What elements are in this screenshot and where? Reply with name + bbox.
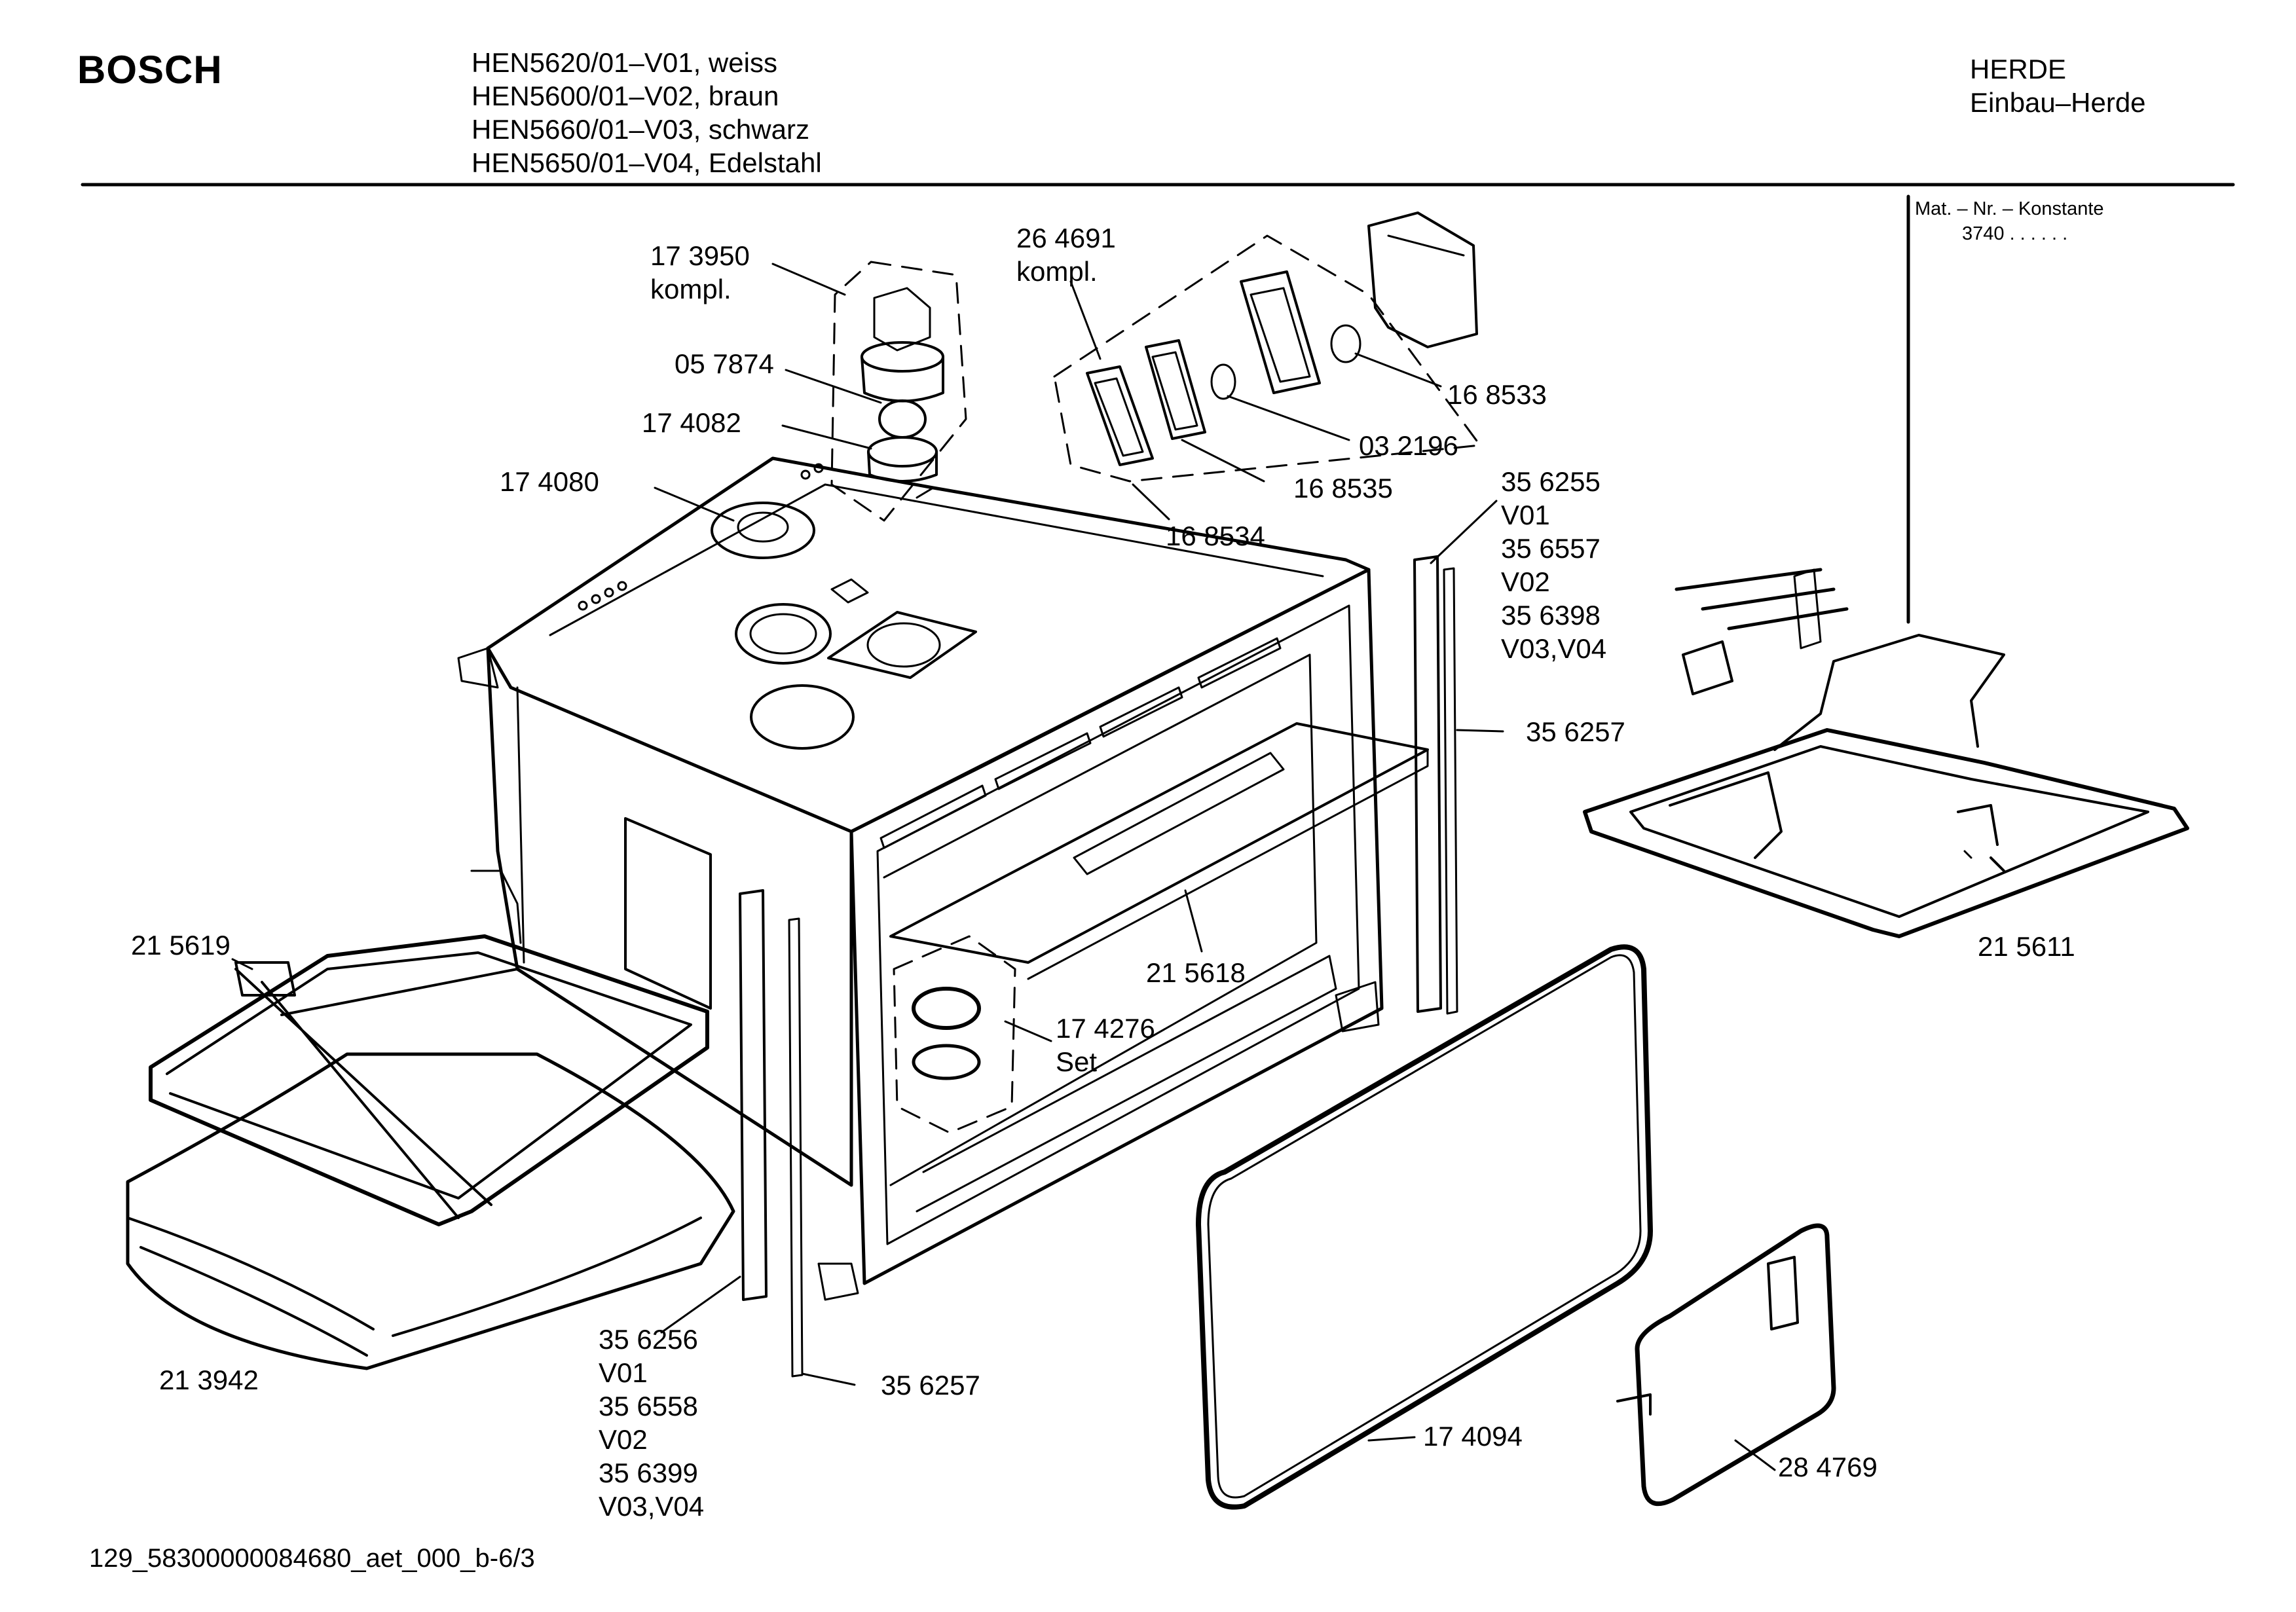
oven-housing: [457, 456, 1429, 1301]
lamp-assembly: [1053, 211, 1481, 483]
part-label-057874: 05 7874: [675, 348, 774, 379]
footer-code: 129_58300000084680_aet_000_b-6/3: [89, 1544, 535, 1573]
part-label-213942: 21 3942: [159, 1365, 259, 1395]
part-label-168533: 16 8533: [1447, 379, 1547, 410]
material-label: Mat. – Nr. – Konstante: [1915, 198, 2104, 219]
circular-element: [149, 934, 709, 1226]
grill-element: [1583, 568, 2189, 938]
material-value: 3740 . . . . . .: [1962, 223, 2068, 244]
brand-logo: BOSCH: [77, 48, 223, 92]
door-seal: [1196, 944, 1653, 1510]
part-label-215619: 21 5619: [131, 930, 231, 961]
thermostat-assembly: [711, 261, 967, 559]
part-label-215611: 21 5611: [1978, 931, 2075, 962]
leader-lines: [231, 263, 1972, 1471]
part-label-284769: 28 4769: [1778, 1452, 1878, 1482]
part-label-356257-bottom: 35 6257: [881, 1370, 980, 1401]
part-label-032196: 03 2196: [1359, 430, 1458, 461]
part-label-168534: 16 8534: [1166, 521, 1265, 551]
part-label-168535: 16 8535: [1293, 473, 1393, 504]
part-label-215618: 21 5618: [1146, 957, 1246, 988]
part-label-174094: 17 4094: [1423, 1421, 1523, 1452]
small-seal: [1616, 1223, 1836, 1507]
material-box: Mat. – Nr. – Konstante 3740 . . . . . .: [1915, 196, 2104, 246]
category: HERDE Einbau–Herde: [1970, 52, 2146, 119]
model-line: HEN5620/01–V01, weiss: [472, 47, 777, 78]
part-label-174082: 17 4082: [642, 407, 741, 438]
part-label-356257-top: 35 6257: [1526, 716, 1625, 747]
side-rails: [739, 555, 1458, 1378]
model-line: HEN5650/01–V04, Edelstahl: [472, 147, 822, 178]
model-line: HEN5600/01–V02, braun: [472, 81, 779, 111]
category-subtitle: Einbau–Herde: [1970, 87, 2146, 118]
category-title: HERDE: [1970, 54, 2067, 84]
model-list: HEN5620/01–V01, weiss HEN5600/01–V02, br…: [472, 46, 822, 179]
model-line: HEN5660/01–V03, schwarz: [472, 114, 809, 145]
part-label-174080: 17 4080: [500, 466, 599, 497]
insulation-mat: [126, 1052, 735, 1370]
lamp-set: [893, 935, 1016, 1134]
